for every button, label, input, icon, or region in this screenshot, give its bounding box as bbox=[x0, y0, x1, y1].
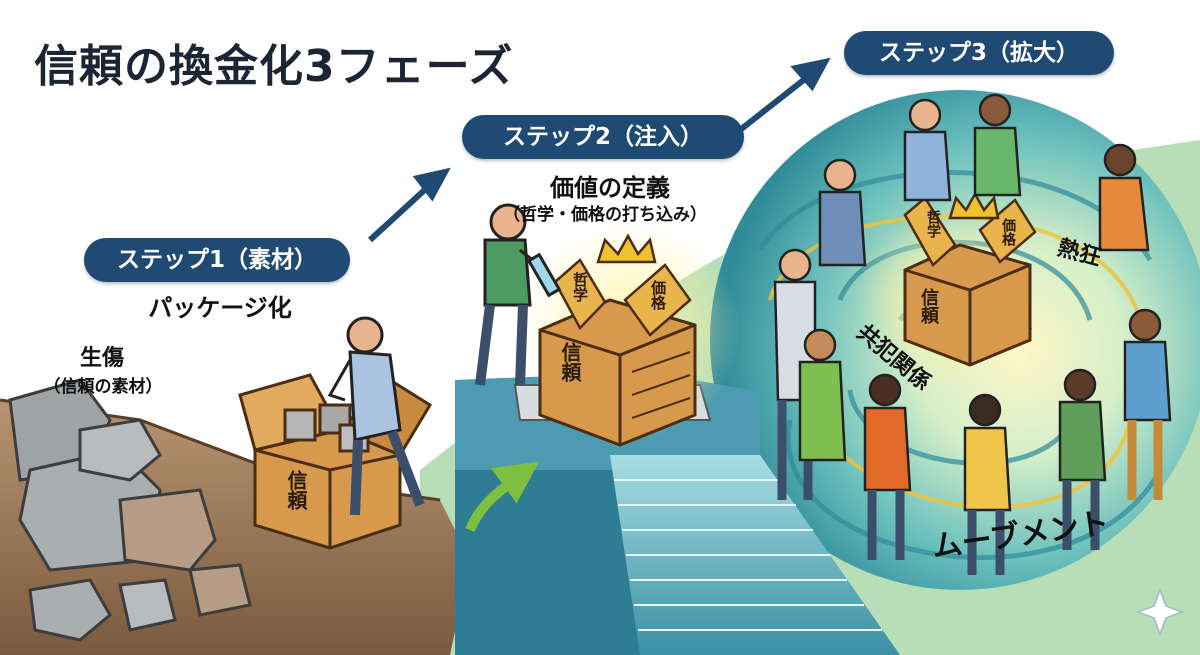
step2-pill: ステップ2（注入） bbox=[462, 115, 744, 159]
raw-material-label: 生傷 bbox=[79, 346, 124, 371]
step2-sub: （哲学・価格の打ち込み） bbox=[503, 205, 707, 225]
box-step2 bbox=[538, 298, 697, 447]
step1-pill: ステップ1（素材） bbox=[84, 238, 350, 282]
person-b bbox=[973, 93, 1022, 197]
tags-step3 bbox=[903, 196, 1037, 267]
sparkle-icon bbox=[1135, 587, 1185, 637]
box-step3 bbox=[903, 243, 1032, 367]
crown-icon-step3 bbox=[948, 191, 1000, 220]
step2-tag-philosophy: 哲学 bbox=[571, 272, 589, 302]
step3-pill: ステップ3（拡大） bbox=[844, 31, 1114, 75]
step2-heading: 価値の定義 bbox=[550, 174, 670, 202]
person-g bbox=[798, 328, 847, 462]
stair-lines bbox=[614, 479, 882, 631]
step1-box-label: 信頼 bbox=[284, 470, 308, 510]
tags-step2 bbox=[553, 258, 692, 337]
person-step2 bbox=[475, 203, 562, 386]
person-d bbox=[818, 158, 867, 267]
step2-tag-price: 価格 bbox=[649, 280, 667, 310]
crowd bbox=[773, 93, 1172, 575]
step3-box-label: 信頼 bbox=[918, 288, 939, 324]
person-h bbox=[863, 373, 912, 560]
person-a bbox=[903, 98, 952, 202]
person-c bbox=[1098, 143, 1150, 252]
arrow-1-to-2 bbox=[367, 167, 451, 243]
arrow-2-to-3 bbox=[738, 57, 831, 133]
raw-material-sub: （信頼の素材） bbox=[43, 377, 163, 397]
step3-tag-price: 価格 bbox=[1000, 218, 1016, 246]
crown-icon bbox=[596, 233, 657, 264]
person-i bbox=[963, 393, 1012, 575]
rocks bbox=[8, 378, 252, 642]
page-title: 信頼の換金化3フェーズ bbox=[34, 41, 514, 92]
step1-heading: パッケージ化 bbox=[148, 294, 292, 322]
arrow-cliff-to-stairs bbox=[465, 461, 540, 533]
step3-tag-philosophy: 哲学 bbox=[925, 210, 941, 238]
person-f bbox=[1123, 308, 1172, 500]
step2-box-label: 信頼 bbox=[558, 342, 582, 382]
person-step1 bbox=[327, 316, 425, 516]
person-j bbox=[1058, 368, 1107, 550]
